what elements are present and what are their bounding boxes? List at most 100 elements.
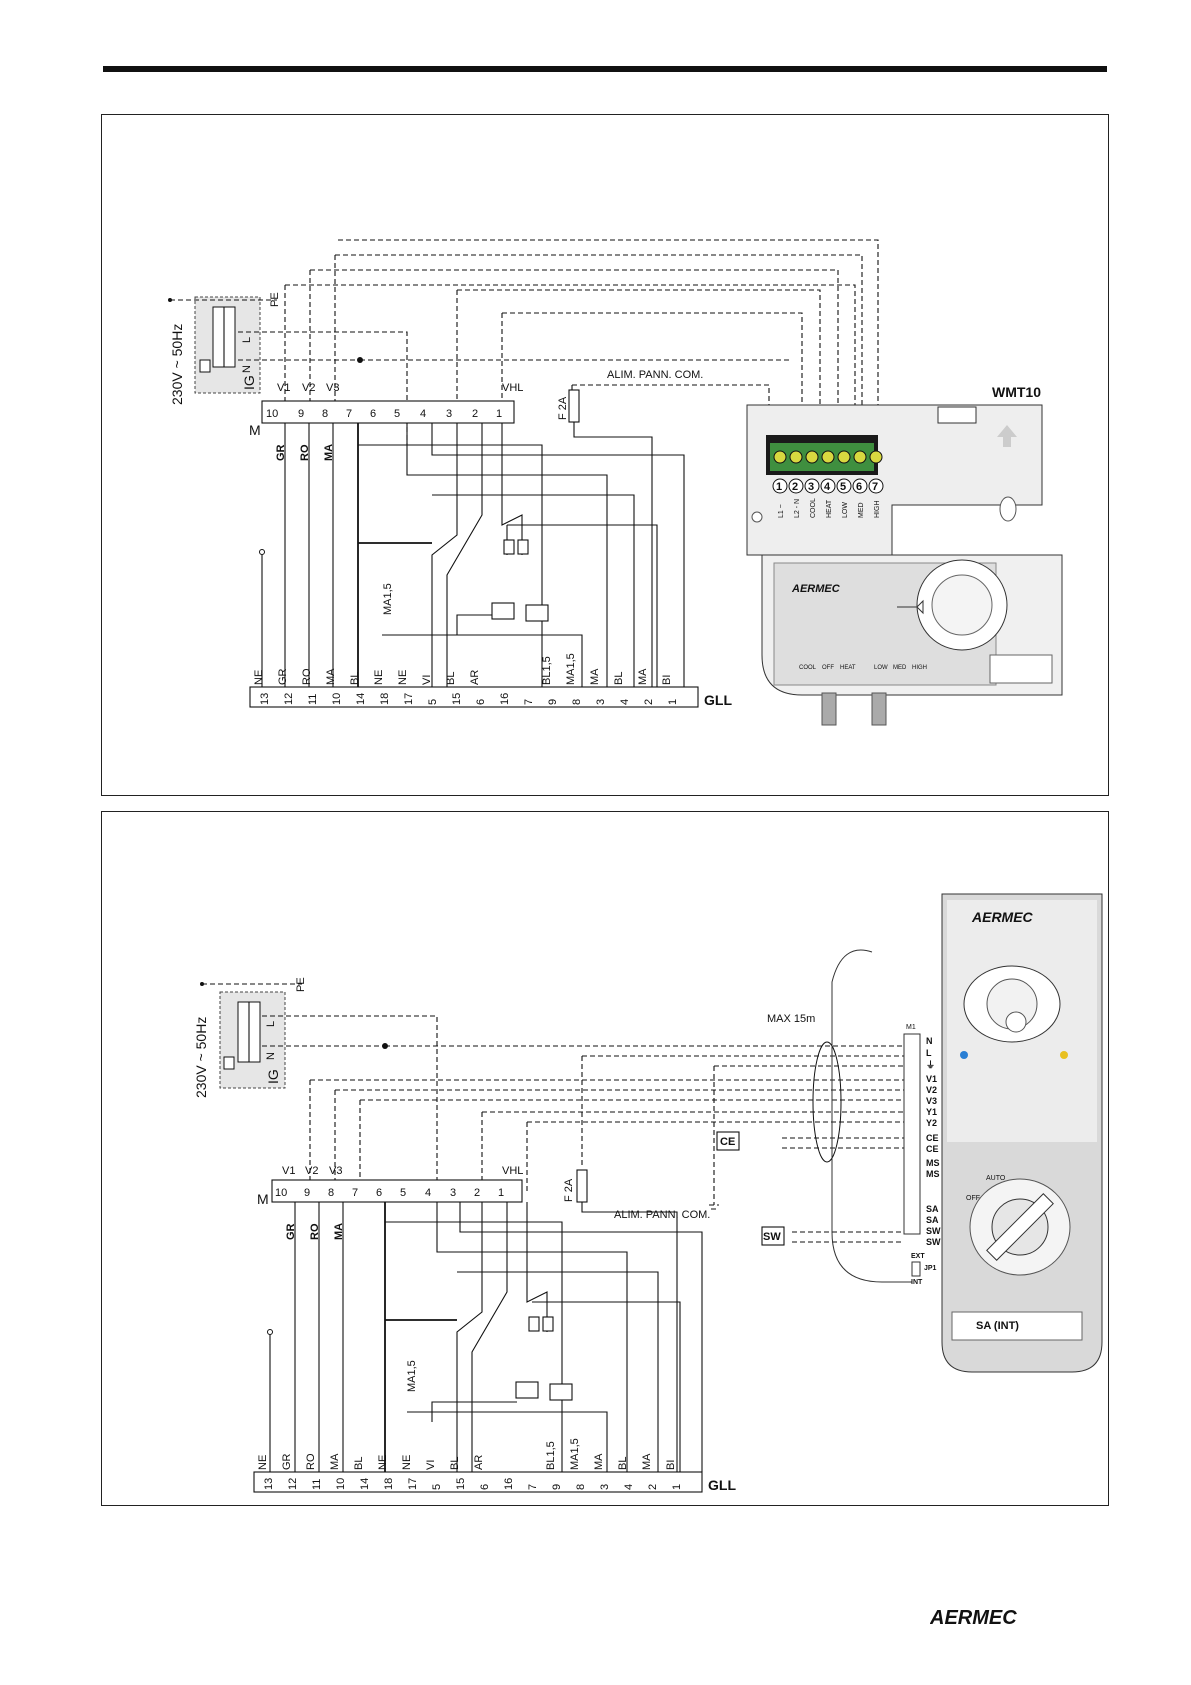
terminal-wire-label: NE [373,670,385,685]
controller-screw-terminals [773,450,883,464]
motor-terminal: 6 [376,1187,382,1199]
terminal-number: 5 [427,699,439,705]
terminal-wire-label: MA [329,1453,341,1470]
wiring-diagram-panel-controller: 230V ~ 50Hz PE IG L N MAX 15m M V1 V2 V3… [101,811,1109,1506]
terminal-number: 4 [623,1484,635,1490]
terminal-number: 2 [647,1484,659,1490]
terminal-number: 15 [455,1478,467,1490]
controller-terminal: L [926,1048,932,1058]
neutral-label: N [241,365,253,373]
wmt10-controller [746,404,1043,556]
power-label: 230V ~ 50Hz [193,1017,209,1098]
selector-label: AUTO [986,1175,1006,1182]
controller-terminal-number: 7 [872,481,878,493]
controller-terminal-number: 5 [840,481,846,493]
motor-terminal: 10 [275,1187,287,1199]
controller-terminal-number: 3 [808,481,814,493]
motor-terminal: 1 [496,408,502,420]
wiring-diagram-wmt10: 230V ~ 50Hz PE IG L N M V1 V2 V3 VHL 10 … [101,114,1109,796]
terminal-wire-label: BL [617,1457,629,1470]
terminal-number: 18 [383,1478,395,1490]
diagram-2-svg: 230V ~ 50Hz PE IG L N MAX 15m M V1 V2 V3… [193,893,1103,1493]
terminal-wire-label: NE [257,1455,269,1470]
controller-brand: AERMEC [791,583,841,595]
terminal-wire-label: NE [397,670,409,685]
motor-tap-v2: V2 [302,382,315,394]
terminal-block-label: GLL [704,692,732,708]
motor-tap-v1: V1 [277,382,290,394]
terminal-number: 15 [451,693,463,705]
terminal-block-label: GLL [708,1477,736,1493]
motor-terminal: 8 [322,408,328,420]
controller-front-cover [761,554,1063,726]
motor-tap-v3: V3 [329,1165,342,1177]
mode-label: OFF [822,665,834,671]
terminal-number: 2 [643,699,655,705]
speed-label: HIGH [912,665,927,671]
terminal-wire-label: BL [445,672,457,685]
sw-label: SW [763,1231,781,1243]
motor-tap-v2: V2 [305,1165,318,1177]
speed-label: LOW [874,665,888,671]
wire-color-gr: GR [275,444,287,461]
terminal-number: 6 [475,699,487,705]
motor-terminal: 3 [446,408,452,420]
motor-terminal: 8 [328,1187,334,1199]
wire-color-ro: RO [299,444,311,461]
controller-terminal-label: L2 - N [794,499,801,518]
terminal-number: 12 [287,1478,299,1490]
max-length-label: MAX 15m [767,1013,815,1025]
controller-terminal: V3 [926,1096,937,1106]
motor-label: M [257,1191,269,1207]
mode-label: COOL [799,665,817,671]
terminal-wire-label: BL [349,672,361,685]
controller-terminal: CE [926,1133,939,1143]
controller-terminal-label: HIGH [874,501,881,519]
terminal-number: 14 [355,693,367,705]
sensor-terminal: SA [926,1215,939,1225]
controller-terminal-number: 6 [856,481,862,493]
wall-controller [831,893,1103,1373]
terminal-wire-label: BL [353,1457,365,1470]
jumper-jp1 [911,1261,921,1277]
motor-terminal: 3 [450,1187,456,1199]
terminal-wire-label: BI [661,675,673,685]
controller-terminal: V1 [926,1074,937,1084]
solid-wiring-1 [284,423,685,687]
motor-terminal: 6 [370,408,376,420]
supply-label: ALIM. PANN. COM. [614,1209,710,1221]
terminal-wire-label: BL1,5 [541,656,553,685]
terminal-number: 17 [407,1478,419,1490]
terminal-number: 13 [259,693,271,705]
main-switch-ig [168,296,277,394]
motor-terminal: 4 [425,1187,431,1199]
controller-terminal: V2 [926,1085,937,1095]
terminal-wire-label: RO [301,668,313,685]
terminal-number: 9 [547,699,559,705]
terminal-wire-label: BI [665,1460,677,1470]
terminal-number: 1 [667,699,679,705]
wire-color-ma: MA [333,1223,345,1240]
wire-color-gr: GR [285,1223,297,1240]
terminal-wire-label: AR [469,670,481,685]
controller-terminal-label: LOW [842,502,849,518]
terminal-number: 16 [503,1478,515,1490]
fuse [576,1169,588,1203]
controller-terminal: MS [926,1169,940,1179]
solid-wiring-2 [294,1202,703,1472]
terminal-wire-label: AR [473,1455,485,1470]
terminal-wire-label: VI [421,675,433,685]
motor-terminal: 10 [266,408,278,420]
terminal-wire-label: MA [637,668,649,685]
sensor-terminal: SW [926,1237,941,1247]
terminal-number: 1 [671,1484,683,1490]
motor-tap-vhl: VHL [502,382,523,394]
controller-terminal-label: MED [858,502,865,518]
controller-terminal: ⏚ [926,1060,935,1070]
terminal-wire-label: NE [377,1455,389,1470]
terminal-wire-label: GR [281,1453,293,1470]
switch-label: IG [241,375,257,390]
terminal-number: 7 [527,1484,539,1490]
terminal-number: 11 [307,694,319,705]
dashed-wiring-2 [262,1015,904,1243]
